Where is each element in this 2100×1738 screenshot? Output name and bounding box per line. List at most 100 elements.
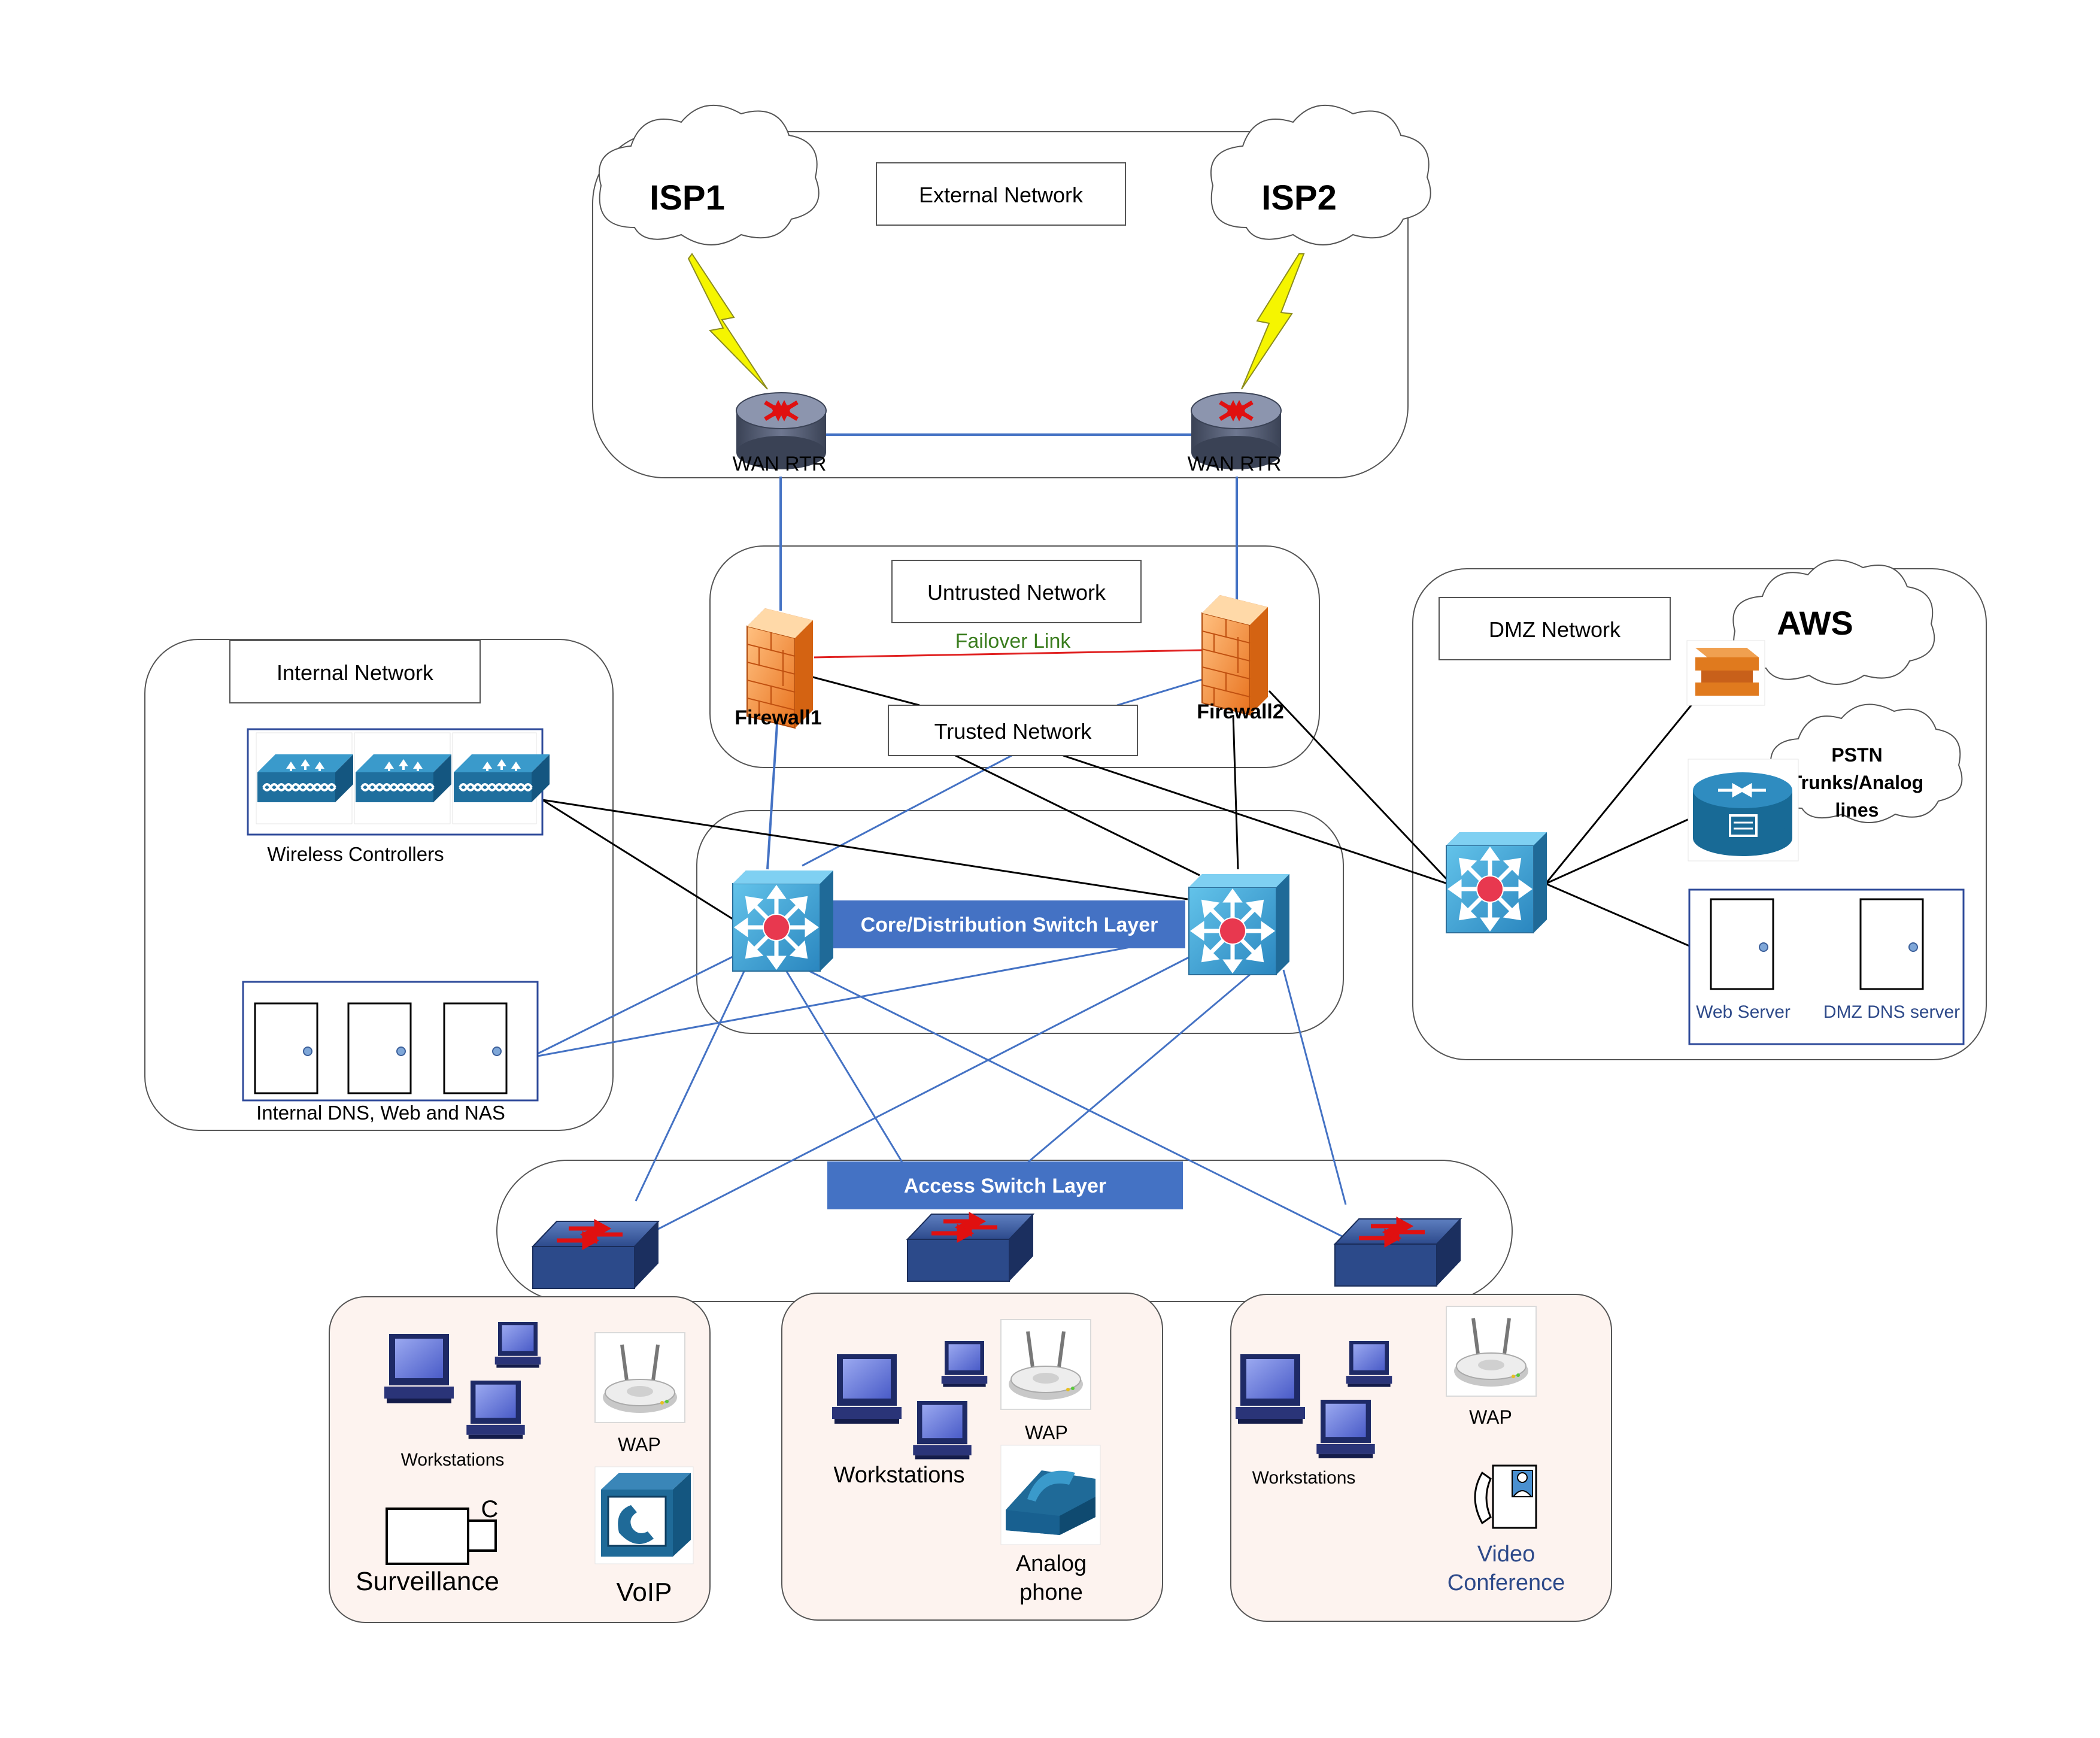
workstation-pc-medium[interactable] [466, 1381, 525, 1439]
pstn-label-line1: PSTN [1831, 744, 1882, 766]
access-switch-3[interactable] [1335, 1219, 1461, 1286]
workstation-pc-medium[interactable] [913, 1401, 972, 1460]
web-server-label: Web Server [1696, 1002, 1791, 1022]
isp2-label: ISP2 [1261, 178, 1337, 217]
surveillance-camera-icon[interactable] [386, 1508, 497, 1565]
link-wlc-core2 [542, 799, 1188, 900]
pstn-label-line3: lines [1835, 799, 1879, 821]
video-conference-label-line2: Conference [1447, 1570, 1565, 1596]
access-group-3: Workstations WAP Video Conference [1236, 1306, 1565, 1596]
dmz-label: DMZ Network [1489, 617, 1621, 642]
core-switch-2[interactable] [1189, 874, 1289, 975]
link-trusted-core1 [802, 754, 1012, 867]
external-label: External Network [919, 183, 1084, 207]
isp2-lightning [1241, 253, 1305, 390]
wan-router-2-label: WAN RTR [1188, 453, 1282, 475]
internal-servers-label: Internal DNS, Web and NAS [256, 1102, 505, 1124]
surveillance-label: Surveillance [356, 1567, 499, 1596]
workstation-pc-medium[interactable] [1316, 1400, 1375, 1458]
untrusted-label: Untrusted Network [927, 580, 1106, 605]
link-dmz-aws [1544, 701, 1695, 884]
workstations-label: Workstations [401, 1450, 505, 1470]
analog-phone-label-line2: phone [1019, 1580, 1083, 1605]
isp1-label: ISP1 [650, 178, 725, 217]
access-layer-banner [827, 1161, 1183, 1209]
access-switch-1[interactable] [533, 1221, 658, 1288]
link-trusted-core2 [955, 754, 1200, 876]
failover-link-label: Failover Link [955, 630, 1072, 653]
wan-router-2[interactable]: WAN RTR [1188, 393, 1282, 475]
wireless-controllers[interactable]: Wireless Controllers [247, 728, 551, 865]
external-label-box [876, 162, 1126, 226]
dmz-label-box [1439, 597, 1671, 660]
internal-label: Internal Network [277, 660, 434, 685]
untrusted-zone [709, 545, 1320, 768]
internal-label-box [229, 640, 481, 703]
aws-service-icon[interactable] [1686, 640, 1765, 706]
workstations-label: Workstations [834, 1463, 965, 1488]
link-srv-core2 [537, 946, 1131, 1057]
link-core2-acc2 [987, 966, 1259, 1197]
failover-link-line [814, 649, 1203, 659]
pstn-gateway-icon[interactable] [1688, 759, 1799, 862]
access-group-2: Workstations WAP Analog phone [832, 1320, 1101, 1605]
wan-router-1-label: WAN RTR [733, 453, 827, 475]
access-group-1: Workstations WAP C Surveillance VoIP [356, 1322, 694, 1607]
link-srv-core1 [537, 953, 738, 1055]
external-zone [592, 131, 1409, 478]
link-core1-acc2 [783, 967, 905, 1166]
isp2-cloud: ISP2 [1210, 104, 1431, 245]
workstation-pc-large[interactable] [832, 1354, 902, 1424]
wap-icon[interactable] [595, 1333, 685, 1422]
link-trusted-dmz [1063, 754, 1448, 885]
links [537, 433, 1695, 1244]
untrusted-label-box [891, 560, 1142, 623]
isp1-lightning [687, 253, 768, 390]
pstn-label-line2: Trunks/Analog [1791, 772, 1923, 793]
firewall-1-label: Firewall1 [735, 706, 822, 729]
access-switch-2[interactable] [908, 1214, 1033, 1281]
link-core1-acc3 [802, 966, 1356, 1244]
dmz-zone [1412, 568, 1987, 1060]
core-layer-banner [833, 900, 1185, 948]
link-fw2-dmz [1268, 690, 1449, 881]
link-fw2-trusted [1116, 677, 1209, 706]
dmz-switch[interactable] [1446, 832, 1547, 933]
pstn-cloud: PSTN Trunks/Analog lines [1770, 703, 1963, 823]
workstations-label: Workstations [1252, 1468, 1356, 1488]
link-core1-acc1 [635, 967, 747, 1202]
link-fw1-core1 [766, 724, 778, 870]
wan-router-1[interactable]: WAN RTR [733, 393, 827, 475]
wireless-controllers-label: Wireless Controllers [267, 843, 444, 865]
firewall-1[interactable]: Firewall1 [735, 608, 822, 729]
firewall-2[interactable]: Firewall2 [1197, 595, 1284, 723]
dmz-servers[interactable]: Web Server DMZ DNS server [1688, 888, 1965, 1045]
wap-label: WAP [1025, 1422, 1068, 1443]
voip-phone-icon[interactable] [594, 1466, 694, 1564]
internal-zone [144, 639, 614, 1131]
wap-label: WAP [618, 1434, 661, 1455]
link-fw1-trusted [810, 675, 920, 706]
analog-phone-icon[interactable] [1000, 1445, 1101, 1545]
isp1-cloud: ISP1 [598, 104, 820, 245]
workstation-pc-small[interactable] [1346, 1341, 1392, 1387]
link-core2-acc1 [635, 956, 1191, 1242]
link-dmz-pstn [1545, 817, 1692, 885]
workstation-pc-small[interactable] [941, 1341, 988, 1387]
access-layer-label: Access Switch Layer [904, 1175, 1106, 1197]
link-core2-acc3 [1282, 969, 1347, 1205]
video-conference-icon[interactable] [1474, 1464, 1537, 1529]
workstation-pc-large[interactable] [384, 1334, 454, 1403]
link-dmz-servers [1545, 882, 1690, 947]
wap-icon[interactable] [1001, 1320, 1091, 1409]
video-conference-label-line1: Video [1477, 1542, 1535, 1567]
wap-label: WAP [1469, 1406, 1512, 1428]
workstation-pc-small[interactable] [494, 1322, 541, 1368]
internal-servers[interactable]: Internal DNS, Web and NAS [242, 981, 539, 1124]
firewall-2-label: Firewall2 [1197, 700, 1284, 723]
workstation-pc-large[interactable] [1236, 1354, 1305, 1424]
core-zone [696, 810, 1344, 1034]
wap-icon[interactable] [1446, 1306, 1536, 1396]
surveillance-mark: C [481, 1496, 499, 1522]
core-switch-1[interactable] [733, 870, 833, 971]
